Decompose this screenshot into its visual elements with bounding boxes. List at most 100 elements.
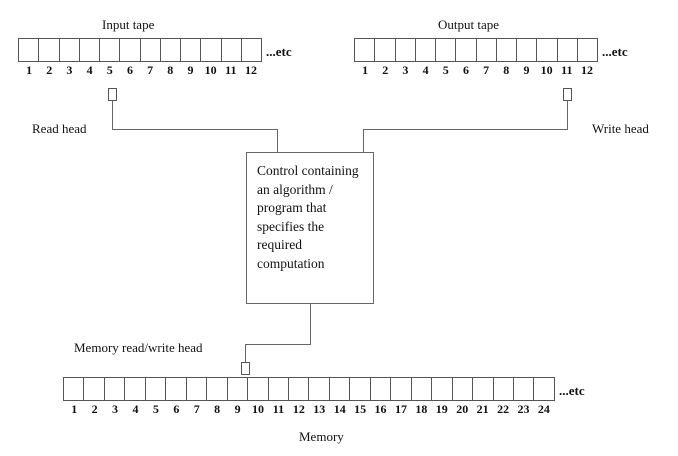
input-tape-title: Input tape <box>102 17 155 32</box>
tape-cell[interactable] <box>391 378 412 400</box>
tape-tick-label: 6 <box>173 402 180 416</box>
tape-cell[interactable] <box>513 378 535 400</box>
read-head-connector-vertical-1 <box>112 101 113 129</box>
tape-tick-label: 12 <box>244 63 257 77</box>
tape-cell[interactable] <box>140 39 161 61</box>
tape-cell[interactable] <box>350 378 371 400</box>
write-head-marker[interactable] <box>563 88 572 101</box>
write-head-connector-vertical-1 <box>567 101 568 129</box>
tape-cell[interactable] <box>19 39 40 61</box>
tape-cell[interactable] <box>355 39 376 61</box>
tape-cell[interactable] <box>201 39 222 61</box>
control-text-line-0: Control containing <box>257 163 359 178</box>
tape-cell[interactable] <box>537 39 558 61</box>
tape-cell[interactable] <box>288 378 310 400</box>
memory-tape-etc-label: ...etc <box>559 383 585 398</box>
tape-tick-label: 7 <box>483 63 490 77</box>
tape-tick-label: 11 <box>272 402 285 416</box>
memory-connector-vertical-1 <box>310 304 311 344</box>
tape-tick-label: 19 <box>435 402 448 416</box>
memory-head-label: Memory read/write head <box>74 340 203 355</box>
tape-tick-label: 14 <box>333 402 346 416</box>
tape-cell[interactable] <box>84 378 105 400</box>
tape-cell[interactable] <box>329 378 351 400</box>
tape-cell[interactable] <box>100 39 121 61</box>
tape-cell[interactable] <box>64 378 85 400</box>
memory-label: Memory <box>299 429 344 444</box>
write-head-connector-vertical-2 <box>363 129 364 152</box>
tape-cell[interactable] <box>120 39 141 61</box>
memory-connector-horizontal <box>245 344 311 345</box>
tape-cell[interactable] <box>221 39 242 61</box>
tape-tick-label: 6 <box>126 63 133 77</box>
tape-cell[interactable] <box>207 378 228 400</box>
tape-tick-label: 10 <box>252 402 264 416</box>
tape-tick-label: 20 <box>456 402 469 416</box>
tape-cell[interactable] <box>186 378 208 400</box>
tape-tick-label: 15 <box>354 402 367 416</box>
tape-cell[interactable] <box>411 378 433 400</box>
tape-tick-label: 3 <box>402 63 409 77</box>
read-head-marker[interactable] <box>108 88 117 101</box>
tape-tick-label: 9 <box>234 402 241 416</box>
tape-cell[interactable] <box>145 378 167 400</box>
tape-tick-label: 1 <box>26 63 33 77</box>
memory-connector-vertical-2 <box>245 344 246 362</box>
tape-tick-label: 1 <box>71 402 78 416</box>
tape-cell[interactable] <box>557 39 578 61</box>
tape-cell[interactable] <box>415 39 436 61</box>
tape-cell[interactable] <box>452 378 474 400</box>
tape-cell[interactable] <box>59 39 80 61</box>
output-tape-title: Output tape <box>438 17 500 32</box>
input-tape-etc-label: ...etc <box>266 44 292 59</box>
tape-tick-label: 2 <box>382 63 389 77</box>
tape-cell[interactable] <box>375 39 396 61</box>
tape-cell[interactable] <box>39 39 60 61</box>
tape-tick-label: 8 <box>214 402 221 416</box>
write-head-label: Write head <box>592 121 649 136</box>
tape-cell[interactable] <box>436 39 457 61</box>
tape-tick-label: 16 <box>374 402 387 416</box>
tape-tick-label: 4 <box>422 63 429 77</box>
tape-tick-label: 13 <box>313 402 326 416</box>
tape-cell[interactable] <box>517 39 538 61</box>
memory-tape <box>63 377 555 401</box>
tape-cell[interactable] <box>309 378 330 400</box>
tape-cell[interactable] <box>395 39 416 61</box>
tape-tick-label: 2 <box>46 63 53 77</box>
control-unit-box: Control containing an algorithm / progra… <box>246 152 374 304</box>
control-text-line-4: required <box>257 237 302 252</box>
tape-cell[interactable] <box>473 378 494 400</box>
tape-cell[interactable] <box>370 378 392 400</box>
tape-tick-label: 21 <box>476 402 489 416</box>
write-head-connector-horizontal <box>363 129 568 130</box>
tape-tick-label: 10 <box>204 63 217 77</box>
tape-cell[interactable] <box>268 378 289 400</box>
tape-cell[interactable] <box>125 378 146 400</box>
tape-cell[interactable] <box>241 39 261 61</box>
tape-cell[interactable] <box>181 39 202 61</box>
tape-cell[interactable] <box>476 39 497 61</box>
tape-tick-label: 3 <box>112 402 119 416</box>
tape-cell[interactable] <box>534 378 554 400</box>
tape-cell[interactable] <box>456 39 477 61</box>
tape-tick-label: 4 <box>86 63 93 77</box>
tape-cell[interactable] <box>493 378 514 400</box>
tape-tick-label: 18 <box>415 402 428 416</box>
tape-cell[interactable] <box>79 39 100 61</box>
output-tape-etc-label: ...etc <box>602 44 628 59</box>
tape-cell[interactable] <box>166 378 187 400</box>
tape-cell[interactable] <box>104 378 126 400</box>
tape-cell[interactable] <box>496 39 517 61</box>
memory-head-marker[interactable] <box>241 362 250 375</box>
tape-tick-label: 5 <box>152 402 159 416</box>
tape-cell[interactable] <box>432 378 453 400</box>
input-tape <box>18 38 262 62</box>
tape-cell[interactable] <box>227 378 249 400</box>
tape-cell[interactable] <box>577 39 597 61</box>
tape-cell[interactable] <box>248 378 269 400</box>
tape-cell[interactable] <box>160 39 181 61</box>
